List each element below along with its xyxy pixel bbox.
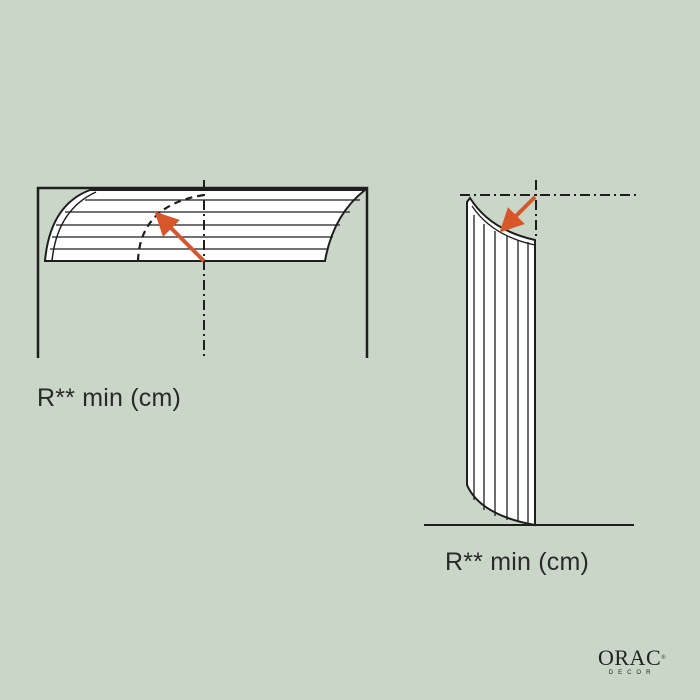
right-radius-caption: R** min (cm) [445,548,590,576]
logo-brand: ORAC [598,645,662,670]
radius-arrow [154,211,206,263]
left-radius-caption: R** min (cm) [37,384,182,412]
radius-arrow [499,195,537,233]
logo-registered: ® [661,655,667,661]
molding-body [466,196,536,527]
molding-edge [51,191,97,262]
orac-decor-logo: ORAC® DECOR [598,645,667,677]
logo-sub: DECOR [608,670,656,676]
frame [36,186,369,358]
molding-flutes [473,215,529,524]
vertical-molding-figure [424,180,636,527]
horizontal-molding-figure [36,180,369,358]
molding-flutes [50,199,360,250]
molding-edge [471,205,536,246]
